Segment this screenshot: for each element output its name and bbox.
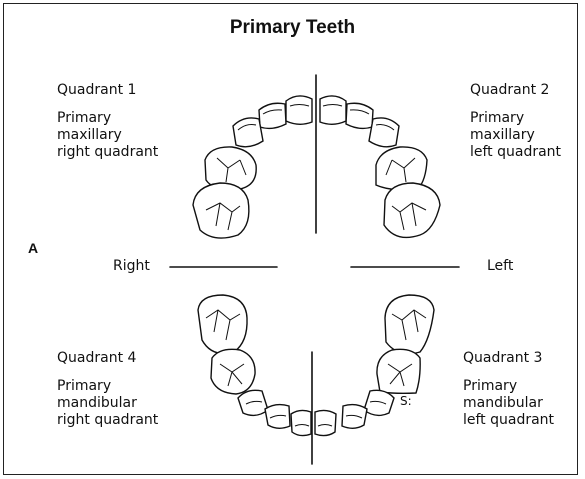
lower-right-lateral-incisor: [265, 405, 290, 429]
upper-left-lateral-incisor: [346, 103, 373, 128]
lower-arch: [198, 295, 434, 436]
lower-right-canine: [238, 390, 268, 415]
upper-right-central-incisor: [286, 96, 312, 124]
upper-left-canine: [369, 118, 399, 147]
lower-left-lateral-incisor: [342, 405, 367, 429]
upper-left-central-incisor: [320, 96, 346, 124]
upper-right-lateral-incisor: [259, 103, 286, 128]
upper-right-first-molar: [205, 147, 256, 190]
lower-left-second-molar: [385, 295, 434, 354]
lower-left-canine: [364, 390, 394, 415]
lower-left-central-incisor: [315, 410, 336, 435]
lower-right-central-incisor: [291, 410, 311, 435]
upper-left-second-molar: [384, 183, 440, 237]
lower-right-second-molar: [198, 295, 247, 354]
upper-right-canine: [233, 118, 263, 147]
upper-right-second-molar: [193, 183, 249, 238]
